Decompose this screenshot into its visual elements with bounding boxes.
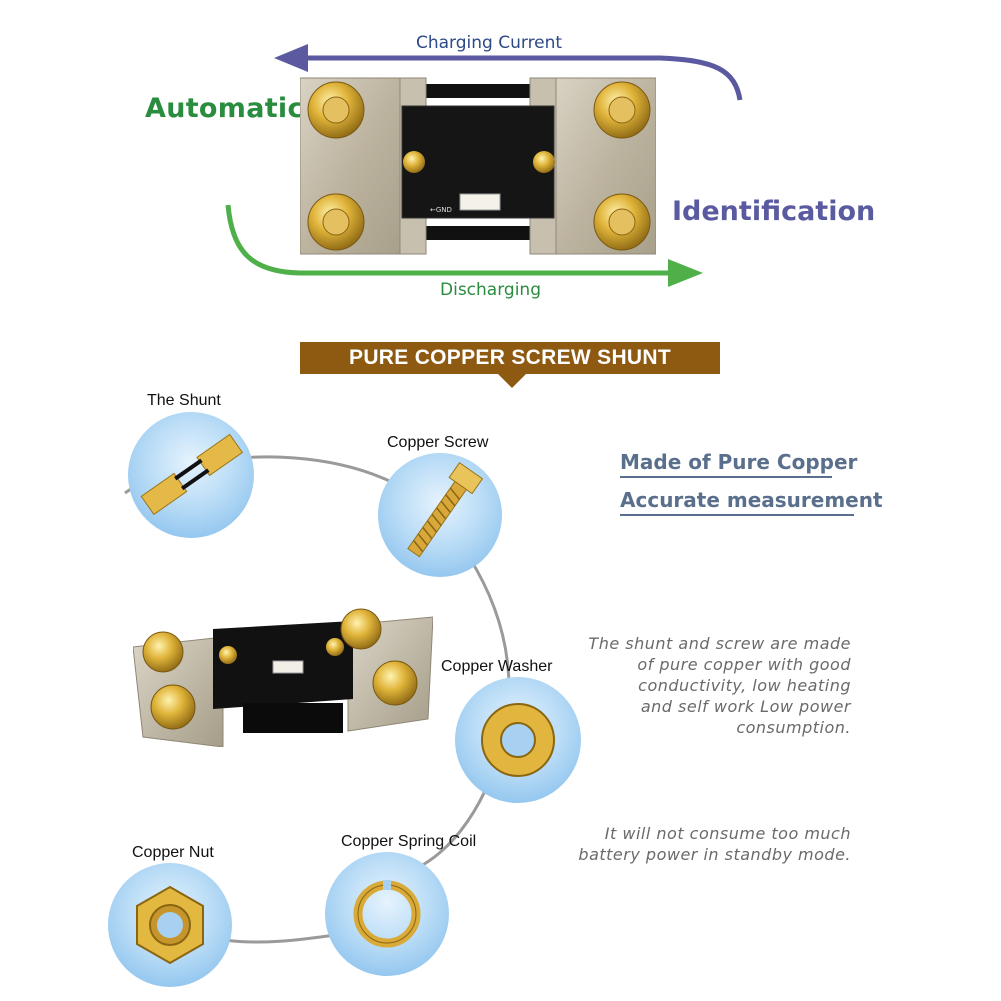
feature-accurate: Accurate measurement (620, 488, 883, 512)
shunt-circle (128, 412, 254, 538)
automatic-label: Automatic (145, 93, 304, 124)
shunt-icon (140, 433, 244, 516)
washer-circle (455, 677, 581, 803)
charging-current-label: Charging Current (416, 33, 563, 53)
nut-icon (136, 885, 204, 965)
shunt-product-image-large (133, 608, 433, 747)
part-label-spring-coil: Copper Spring Coil (341, 833, 477, 850)
spring-coil-circle (325, 852, 449, 976)
description-2: It will not consume too much battery pow… (521, 823, 851, 865)
discharging-arrow (225, 204, 675, 276)
identification-label: Identification (672, 196, 876, 227)
banner-arrow-icon (498, 374, 526, 388)
charging-arrowhead (274, 44, 308, 72)
nut-circle (108, 863, 232, 987)
discharging-label: Discharging (440, 280, 541, 300)
feature-pure-copper: Made of Pure Copper (620, 450, 858, 474)
feature-underline-2 (620, 514, 854, 516)
flow-arrows (225, 44, 743, 287)
section-banner: PURE COPPER SCREW SHUNT (300, 342, 720, 374)
discharging-arrowhead (668, 259, 703, 287)
part-label-nut: Copper Nut (132, 844, 214, 861)
description-1-line: conductivity, low heating (638, 676, 851, 695)
part-label-shunt: The Shunt (147, 392, 221, 409)
description-1: The shunt and screw are made of pure cop… (521, 633, 851, 738)
part-label-washer: Copper Washer (441, 658, 553, 675)
description-1-line: of pure copper with good (637, 655, 851, 674)
gnd-text: ←GND (430, 206, 452, 214)
washer-icon (481, 703, 555, 777)
charging-arrow (300, 55, 743, 101)
description-1-line: consumption. (736, 718, 851, 737)
shunt-product-image: ←GND (300, 77, 656, 255)
screw-icon (407, 462, 484, 558)
description-1-line: and self work Low power (640, 697, 851, 716)
feature-underline-1 (620, 476, 832, 478)
part-label-screw: Copper Screw (387, 434, 489, 451)
parts-connector (124, 455, 511, 944)
spring-coil-icon (353, 880, 421, 948)
description-1-line: The shunt and screw are made (588, 634, 851, 653)
description-2-line: It will not consume too much (604, 824, 851, 843)
screw-circle (378, 453, 502, 577)
description-2-line: battery power in standby mode. (578, 845, 851, 864)
